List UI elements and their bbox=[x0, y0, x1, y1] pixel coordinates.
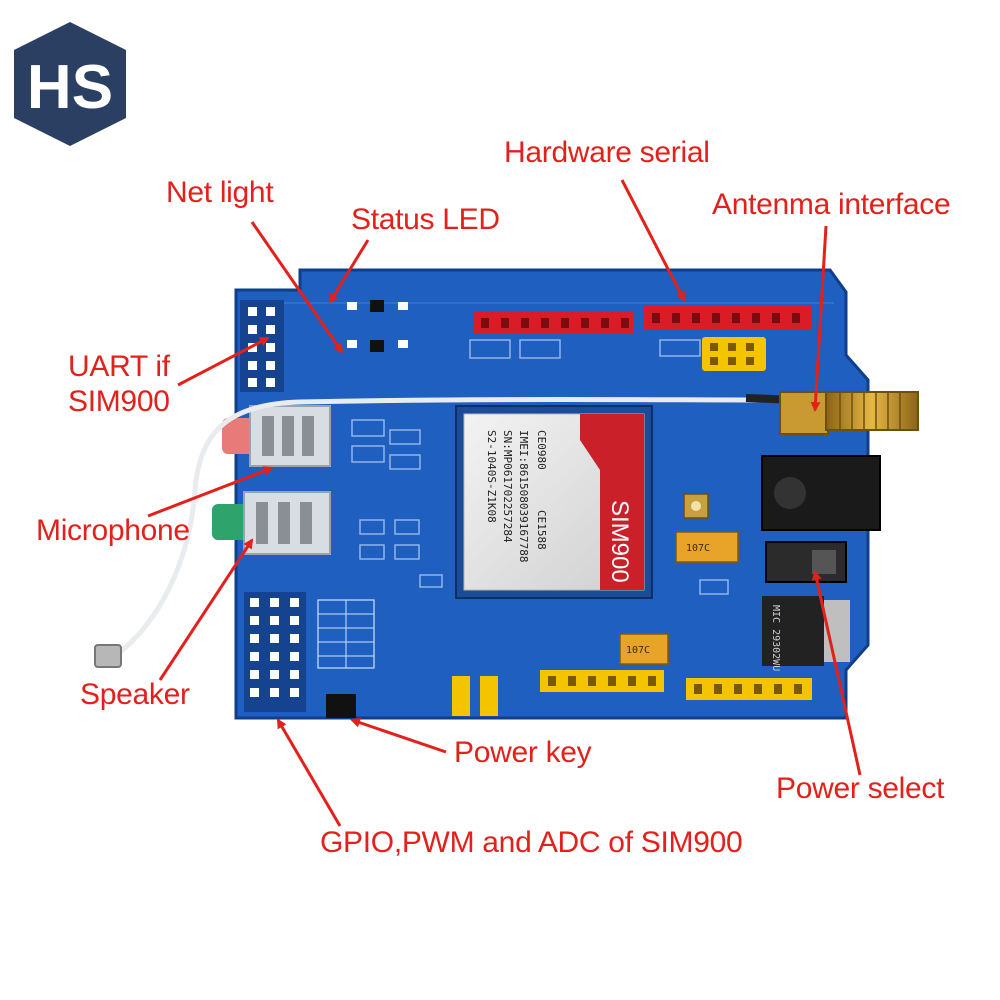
ufl-connector bbox=[683, 493, 709, 519]
yellow-header-left bbox=[540, 670, 664, 692]
label-net-light: Net light bbox=[166, 176, 274, 209]
status-leds bbox=[347, 300, 408, 352]
callout-arrows bbox=[147, 179, 862, 827]
voltage-regulator: MIC 29302WU bbox=[762, 596, 850, 671]
cap-2-label: 107C bbox=[626, 645, 650, 656]
arrow-hardware-serial bbox=[620, 179, 686, 302]
cap-1-label: 107C bbox=[686, 543, 710, 554]
serial-jumpers bbox=[702, 337, 766, 371]
tantalum-cap-2: 107C bbox=[619, 633, 669, 665]
label-microphone: Microphone bbox=[36, 514, 190, 547]
brand-logo: HS bbox=[14, 22, 126, 146]
regulator-label: MIC 29302WU bbox=[770, 605, 781, 671]
arrow-net-light bbox=[250, 221, 344, 354]
label-gpio-pwm-adc: GPIO,PWM and ADC of SIM900 bbox=[320, 826, 743, 859]
label-antenna-interface: Antenma interface bbox=[712, 188, 951, 221]
arrow-power-key bbox=[350, 717, 447, 754]
power-key-switch bbox=[326, 694, 356, 718]
red-header-main bbox=[473, 312, 633, 334]
arrow-speaker bbox=[158, 538, 254, 681]
module-imei: IMEI:861508039167788 bbox=[517, 430, 530, 562]
sim900-module: S2-1040S-Z1K08 SN:MP061702257284 IMEI:86… bbox=[455, 405, 653, 599]
module-cert-2: CE1588 bbox=[535, 510, 548, 550]
arrow-status-led bbox=[328, 239, 370, 304]
yellow-header-right bbox=[686, 678, 812, 700]
uart-header bbox=[240, 300, 284, 392]
antenna-pigtail bbox=[94, 394, 801, 668]
power-jumpers bbox=[452, 676, 498, 716]
label-status-led: Status LED bbox=[351, 203, 500, 236]
power-select-switch bbox=[765, 541, 847, 583]
logo-text: HS bbox=[27, 53, 113, 122]
arrow-gpio bbox=[276, 718, 342, 827]
module-name: SIM900 bbox=[606, 500, 633, 583]
sma-connector bbox=[779, 391, 919, 435]
arrow-microphone bbox=[147, 466, 274, 518]
module-cert-1: CE0980 bbox=[535, 430, 548, 470]
arrow-antenna bbox=[810, 225, 828, 412]
dc-power-jack bbox=[761, 455, 881, 531]
speaker-jack bbox=[212, 491, 331, 555]
microphone-jack bbox=[222, 405, 331, 467]
label-uart: UART if SIM900 bbox=[68, 350, 170, 418]
label-power-select: Power select bbox=[776, 772, 945, 805]
label-power-key: Power key bbox=[454, 736, 592, 769]
module-model: S2-1040S-Z1K08 bbox=[485, 430, 498, 523]
arrow-power-select bbox=[811, 570, 862, 776]
label-hardware-serial: Hardware serial bbox=[504, 136, 710, 169]
module-sn: SN:MP061702257284 bbox=[501, 430, 514, 543]
tantalum-cap-1: 107C bbox=[675, 531, 739, 563]
red-header-serial bbox=[644, 306, 812, 330]
label-speaker: Speaker bbox=[80, 678, 190, 711]
arrow-uart bbox=[177, 336, 270, 387]
gpio-header bbox=[244, 592, 375, 712]
